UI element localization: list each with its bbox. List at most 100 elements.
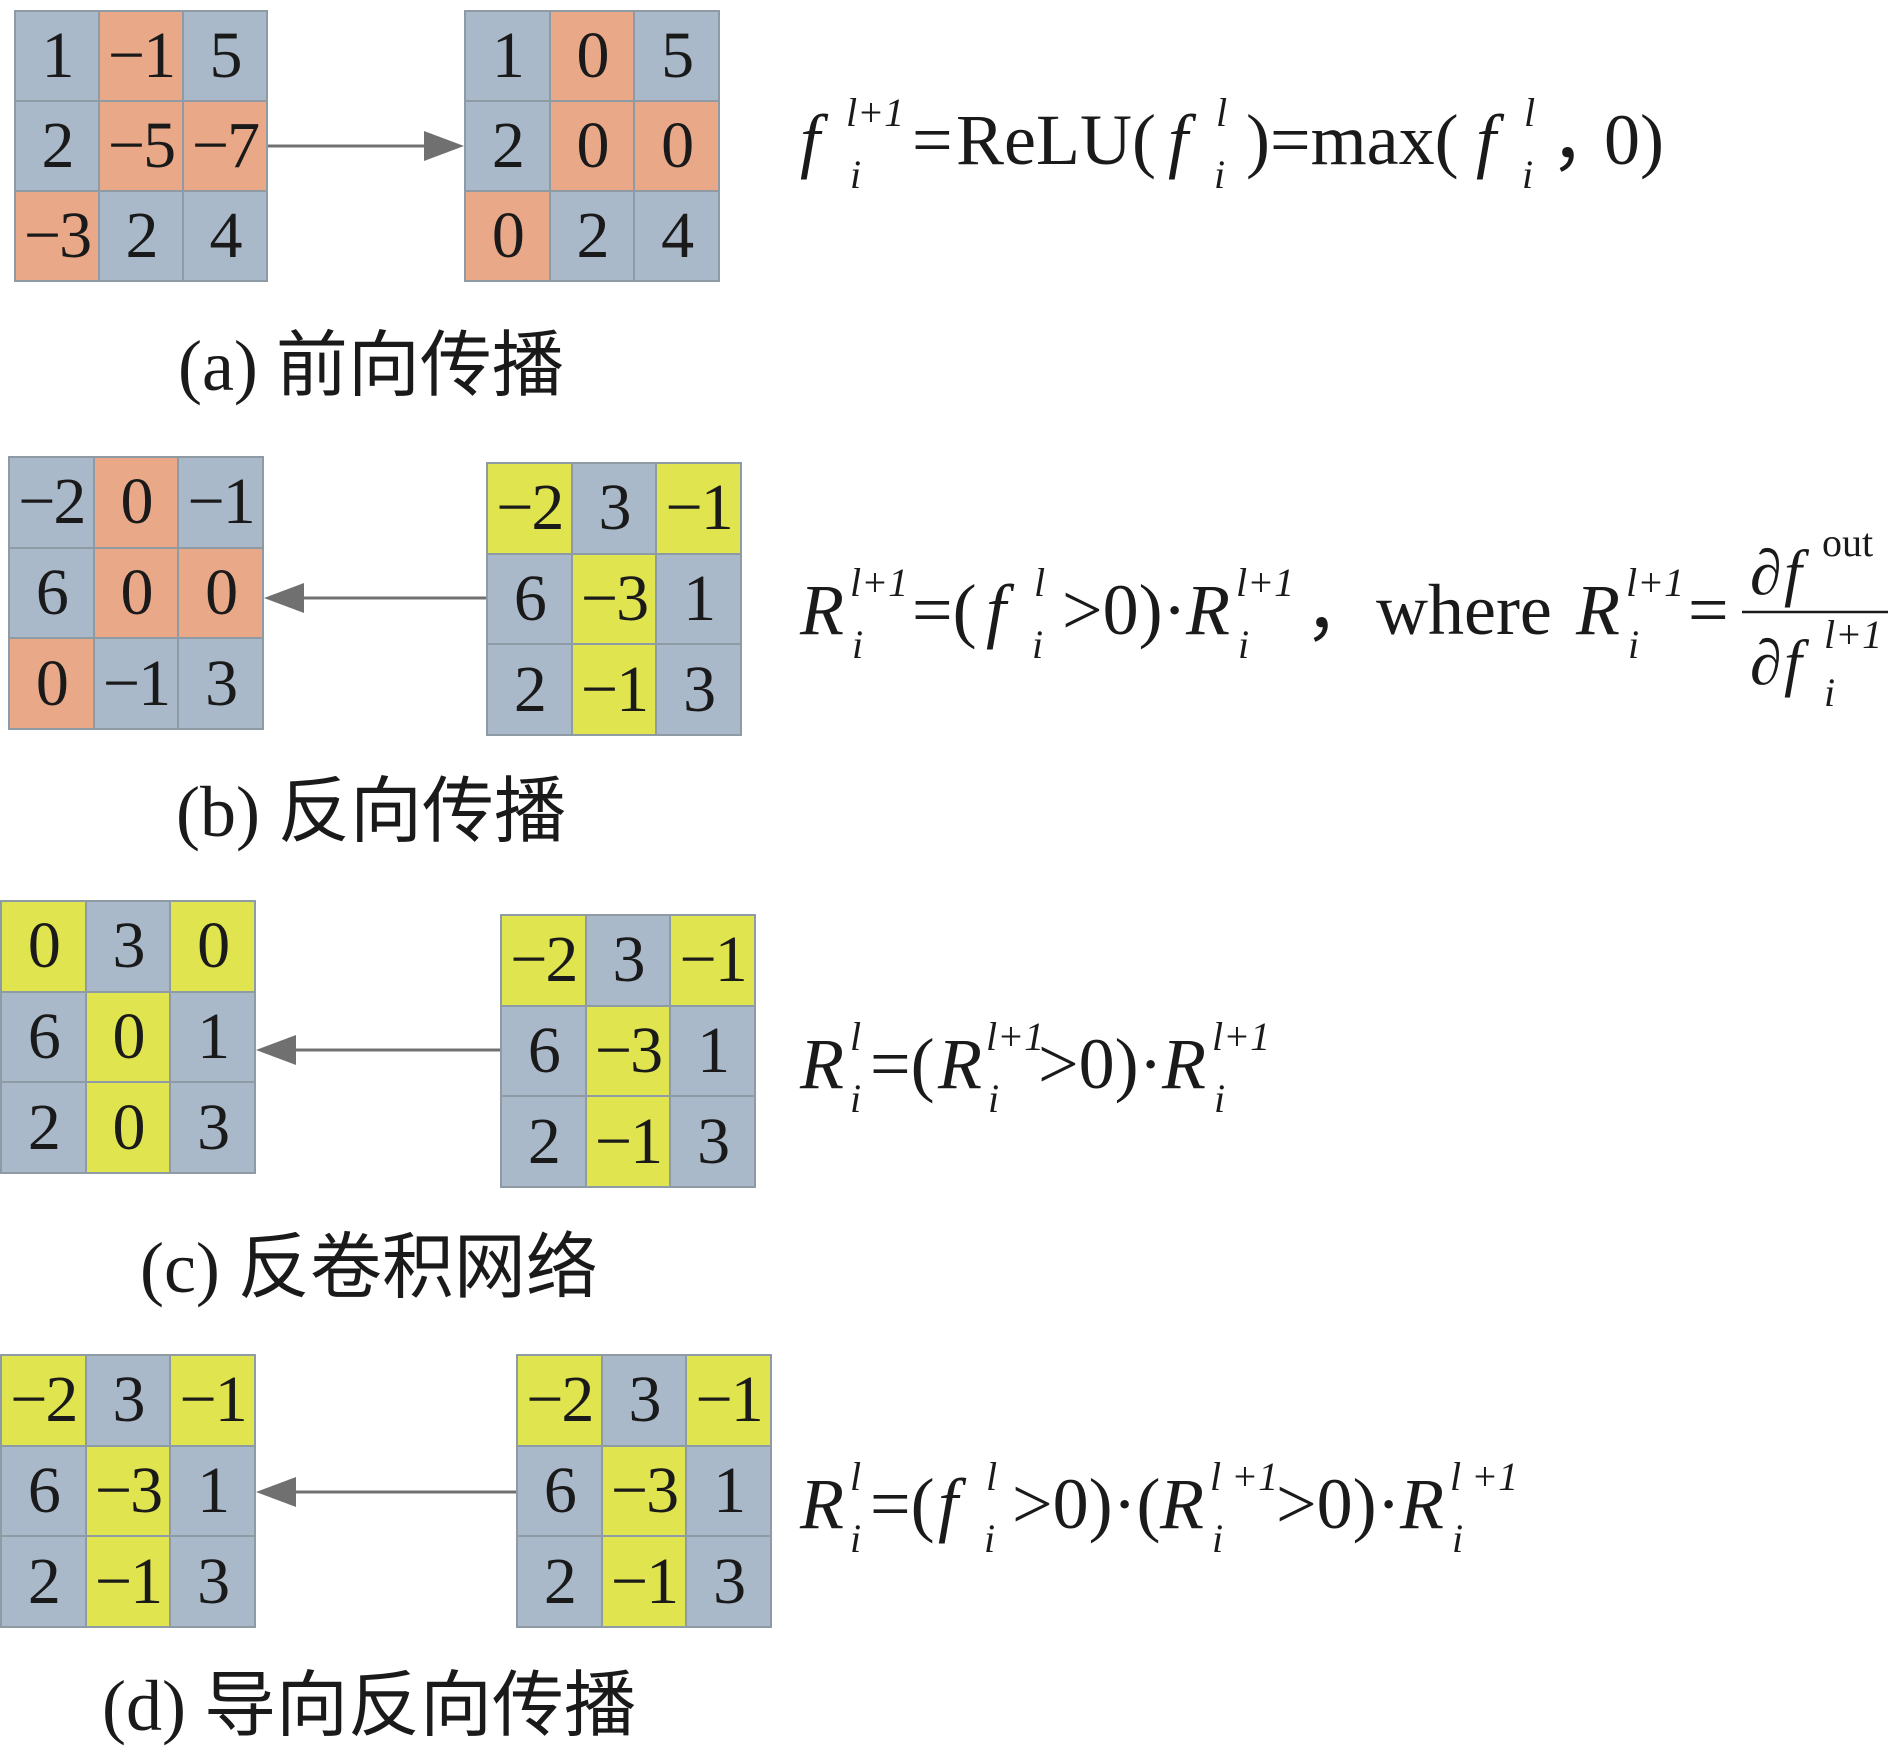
panel-a-output-grid-cell: 1 [465, 11, 550, 101]
panel-d-output-grid-cell: 1 [170, 1445, 255, 1537]
svg-text:R: R [799, 570, 844, 650]
panel-a-output-grid-cell: 0 [634, 101, 719, 191]
panel-b-input-grid-cell: −2 [487, 463, 572, 554]
panel-b-output-grid-cell: −1 [93, 638, 179, 729]
panel-c-output-grid-cell: 0 [1, 901, 86, 992]
svg-text:l+1: l+1 [1824, 612, 1882, 657]
svg-text:l: l [986, 1454, 997, 1499]
svg-text:i: i [1628, 622, 1639, 667]
panel-c-caption: (c) 反卷积网络 [140, 1228, 598, 1308]
svg-text:l +1: l +1 [1450, 1454, 1518, 1499]
panel-d-caption: (d) 导向反向传播 [102, 1666, 636, 1746]
panel-c-output-grid-cell: 0 [85, 1082, 171, 1173]
panel-c-input-grid-cell: −1 [670, 915, 755, 1006]
svg-text:R: R [1399, 1464, 1444, 1544]
panel-b-output-grid-cell: 0 [93, 547, 179, 639]
svg-text:where: where [1376, 570, 1552, 650]
svg-text:f: f [1168, 100, 1197, 180]
panel-b-input-grid-cell: 3 [571, 463, 657, 554]
panel-a-input-grid-cell: 4 [183, 191, 267, 281]
panel-c-output-grid-cell: 0 [170, 901, 255, 992]
panel-d-input-grid-cell: −3 [601, 1445, 687, 1537]
svg-text:=(: =( [870, 1464, 935, 1544]
svg-text:l +1: l +1 [1210, 1454, 1278, 1499]
svg-text:f: f [1784, 537, 1810, 608]
panel-d-arrow-left [256, 1477, 518, 1507]
svg-text:l: l [850, 1014, 861, 1059]
panel-d-output-grid-cell: −3 [85, 1445, 171, 1537]
panel-a-input-grid-cell: 2 [99, 191, 183, 281]
panel-c-input-grid-cell: −1 [585, 1096, 671, 1187]
svg-text:=: = [912, 100, 953, 180]
panel-d-input-grid-cell: 6 [517, 1445, 602, 1537]
panel-b-formula: R l+1 i =( f l i >0)· R l+1 i ， where R … [799, 520, 1888, 715]
panel-b-input-grid-cell: 3 [656, 644, 741, 735]
svg-text:l: l [850, 1454, 861, 1499]
svg-text:=(: =( [870, 1024, 935, 1104]
svg-text:>0)·(: >0)·( [1012, 1464, 1161, 1544]
panel-c-arrow-left [256, 1035, 500, 1065]
svg-text:R: R [1161, 1024, 1206, 1104]
panel-b-output-grid-cell: 3 [178, 638, 263, 729]
svg-text:R: R [1159, 1464, 1204, 1544]
panel-d-formula: R l i =( f l i >0)·( R l +1 i >0)· R l +… [799, 1454, 1518, 1561]
panel-b-input-grid-cell: 6 [487, 553, 572, 645]
svg-text:f: f [1784, 627, 1810, 698]
panel-d-input-grid-cell: 1 [686, 1445, 771, 1537]
panel-c-output-grid-cell: 1 [170, 991, 255, 1083]
svg-text:i: i [1452, 1516, 1463, 1561]
svg-text:，: ， [1550, 100, 1622, 180]
svg-text:i: i [850, 152, 861, 197]
svg-text:l+1: l+1 [986, 1014, 1044, 1059]
panel-a-output-grid-cell: 2 [465, 101, 550, 191]
panel-c-input-grid-cell: 3 [585, 915, 671, 1006]
svg-text:，: ， [1304, 570, 1376, 650]
panel-c-output-grid-cell: 2 [1, 1082, 86, 1173]
panel-c-output-grid-cell: 3 [170, 1082, 255, 1173]
panel-c-input-grid-cell: 6 [501, 1005, 586, 1097]
svg-text:i: i [1238, 622, 1249, 667]
panel-b-input-grid-cell: 2 [487, 644, 572, 735]
svg-text:i: i [988, 1076, 999, 1121]
svg-text:i: i [1214, 1076, 1225, 1121]
svg-text:i: i [1824, 670, 1835, 715]
panel-b-output-grid-cell: −2 [9, 457, 94, 548]
panel-a-output-grid-cell: 4 [634, 191, 719, 281]
panel-c-input-grid-cell: −2 [501, 915, 586, 1006]
svg-text:f: f [1476, 100, 1505, 180]
panel-a-formula: f l+1 i = ReLU( f l i ) =max( f l i ， 0) [800, 90, 1664, 197]
panel-b-output-grid-cell: 6 [9, 547, 94, 639]
panel-b-output-grid-cell: 0 [178, 547, 263, 639]
panel-a-output-grid-cell: 2 [549, 191, 635, 281]
svg-text:>0)·: >0)· [1276, 1464, 1401, 1544]
svg-text:>0)·: >0)· [1038, 1024, 1163, 1104]
svg-text:): ) [1246, 100, 1270, 180]
panel-d-input-grid-cell: −2 [517, 1355, 602, 1446]
svg-text:f: f [938, 1464, 967, 1544]
panel-c-output-grid-cell: 6 [1, 991, 86, 1083]
svg-text:=max(: =max( [1270, 100, 1459, 180]
panel-b-input-grid-cell: 1 [656, 553, 741, 645]
svg-text:R: R [799, 1024, 844, 1104]
svg-text:i: i [984, 1516, 995, 1561]
svg-text:i: i [850, 1076, 861, 1121]
panel-a-input-grid-cell: −7 [183, 101, 267, 191]
svg-text:i: i [1522, 152, 1533, 197]
panel-a-input-grid-cell: 5 [183, 11, 267, 101]
panel-b-output-grid-cell: 0 [93, 457, 179, 548]
panel-a-output-grid-cell: 0 [465, 191, 550, 281]
svg-text:l+1: l+1 [850, 560, 908, 605]
panel-c-input-grid-cell: 3 [670, 1096, 755, 1187]
panel-a-input-grid-cell: 2 [15, 101, 99, 191]
svg-text:i: i [1032, 622, 1043, 667]
svg-text:>0)·: >0)· [1062, 570, 1187, 650]
svg-text:0): 0) [1604, 100, 1664, 180]
panel-a-output-grid-cell: 0 [549, 11, 635, 101]
